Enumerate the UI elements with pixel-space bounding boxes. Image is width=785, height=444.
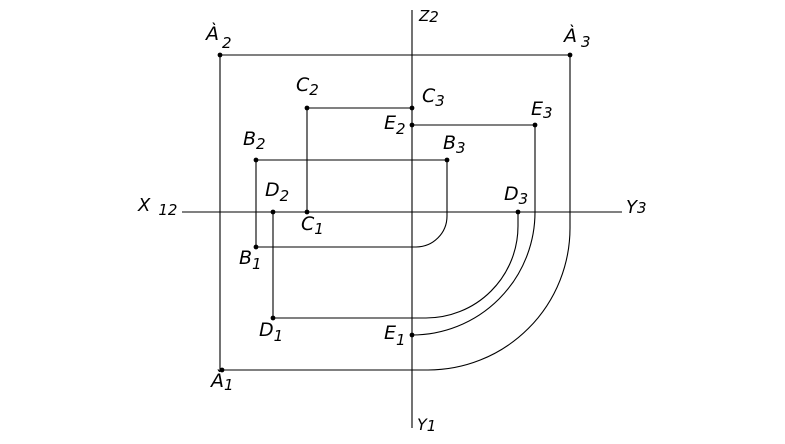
point-a3 bbox=[567, 52, 573, 58]
point-d1 bbox=[270, 315, 276, 321]
point-b3 bbox=[444, 157, 450, 163]
label-b2: B2 bbox=[243, 128, 266, 153]
label-d2: D2 bbox=[265, 179, 289, 205]
point-e2 bbox=[409, 122, 415, 128]
axis-label-y3: Y3 bbox=[626, 197, 647, 218]
label-e1: E1 bbox=[384, 322, 406, 349]
label-c2: C2 bbox=[296, 74, 319, 99]
e-construction-lines bbox=[411, 124, 536, 336]
point-b2 bbox=[253, 157, 259, 163]
a-construction-lines bbox=[219, 54, 571, 371]
point-d3 bbox=[515, 209, 521, 215]
label-d3: D3 bbox=[504, 183, 528, 208]
point-e3 bbox=[532, 122, 538, 128]
point-c3 bbox=[409, 105, 415, 111]
d-construction-lines bbox=[272, 212, 519, 319]
axis-label-z2: Z2 bbox=[418, 7, 439, 26]
label-e3: E3 bbox=[531, 98, 553, 122]
label-e2: E2 bbox=[384, 112, 406, 138]
label-c1: C1 bbox=[301, 213, 324, 238]
label-b3: B3 bbox=[443, 132, 466, 157]
label-c3: C3 bbox=[422, 85, 445, 110]
point-d2 bbox=[270, 209, 276, 215]
label-a1: À1 bbox=[209, 369, 234, 394]
point-e1 bbox=[409, 332, 415, 338]
b-construction-lines bbox=[255, 159, 448, 248]
label-b1: B1 bbox=[239, 247, 262, 273]
point-b1 bbox=[253, 244, 259, 250]
point-c2 bbox=[304, 105, 310, 111]
point-a2 bbox=[217, 52, 223, 58]
label-d1: D1 bbox=[259, 319, 283, 345]
point-a1 bbox=[219, 367, 225, 373]
axis-label-y1: Y1 bbox=[417, 415, 436, 435]
point-c1 bbox=[304, 209, 310, 215]
